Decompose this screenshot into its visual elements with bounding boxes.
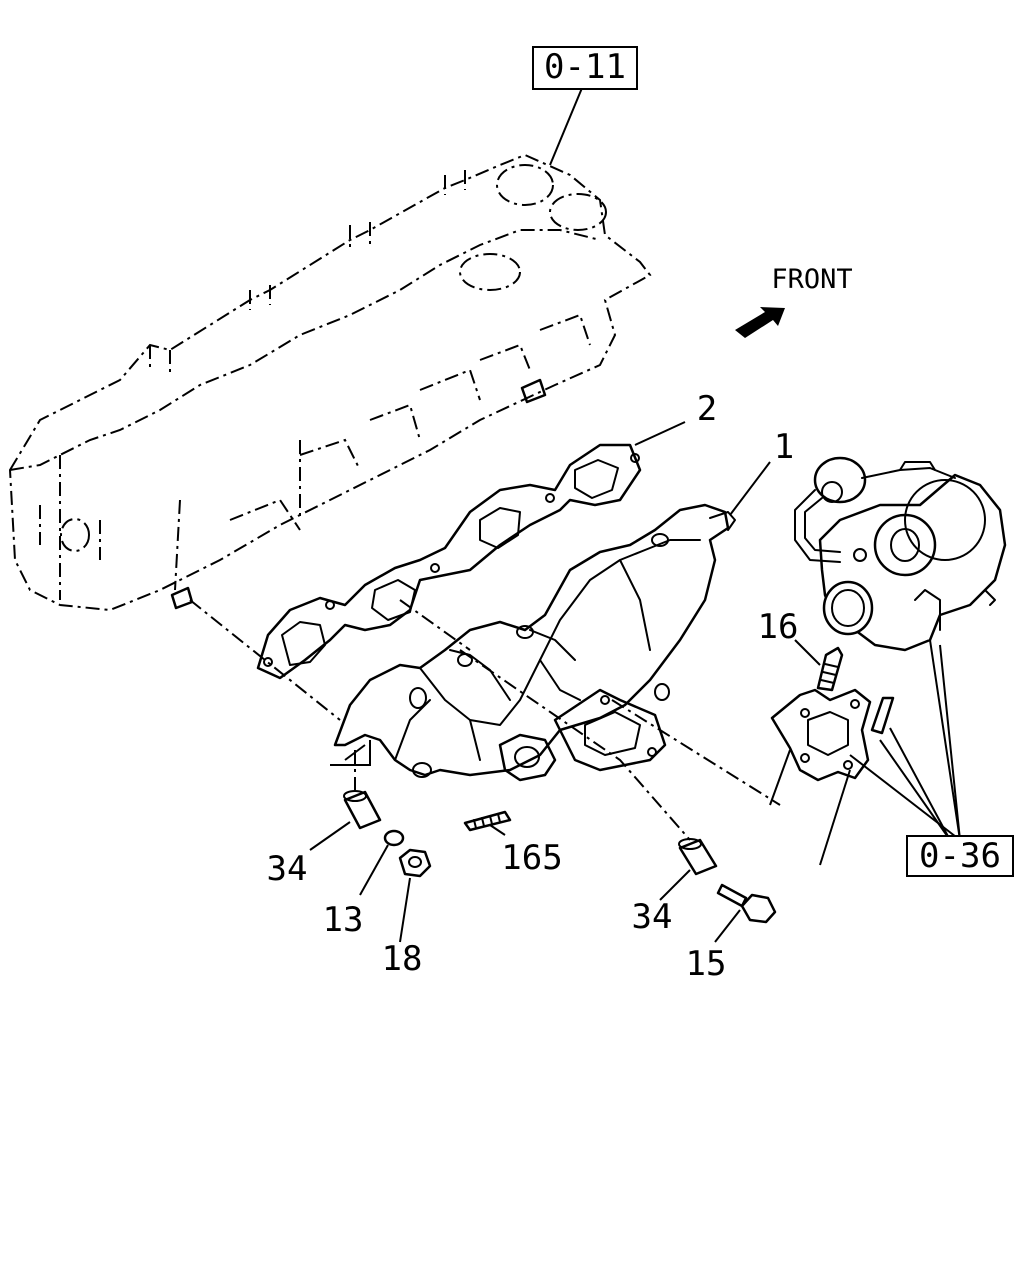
front-label: FRONT	[771, 264, 852, 295]
turbo-flange-gasket	[770, 688, 872, 782]
callout-turbo-stud: 16	[758, 607, 799, 647]
callout-manifold-stud: 165	[501, 838, 562, 878]
callout-sleeve-left: 34	[267, 849, 308, 889]
callout-exhaust-manifold: 1	[774, 427, 794, 467]
assembly-lines	[189, 599, 781, 841]
sleeve-34-right	[678, 838, 718, 876]
bolt-15	[716, 883, 777, 924]
callout-sleeve-right: 34	[632, 897, 673, 937]
nut-18	[398, 848, 432, 878]
cylinder-head-outline	[8, 153, 652, 612]
ref-turbocharger-label: 0-36	[919, 836, 1001, 876]
exhaust-manifold	[333, 503, 736, 782]
turbo-stud-16	[816, 646, 844, 692]
head-stud-right	[520, 378, 547, 404]
ref-box-turbocharger: 0-36	[906, 835, 1014, 877]
manifold-gasket	[256, 443, 642, 680]
ref-cylinder-head-label: 0-11	[544, 47, 626, 87]
leader-lines	[309, 87, 961, 943]
turbo-stud-right	[870, 696, 895, 735]
callout-bolt: 15	[686, 944, 727, 984]
turbocharger	[794, 456, 1007, 652]
head-stud-left	[170, 586, 194, 610]
ref-box-cylinder-head: 0-11	[532, 46, 638, 90]
stud-165	[463, 810, 512, 832]
callout-washer: 13	[323, 900, 364, 940]
callout-1-manifold-gasket: 2	[697, 389, 717, 429]
washer-13	[383, 829, 405, 847]
callout-nut: 18	[382, 939, 423, 979]
front-direction-arrow	[735, 307, 785, 338]
